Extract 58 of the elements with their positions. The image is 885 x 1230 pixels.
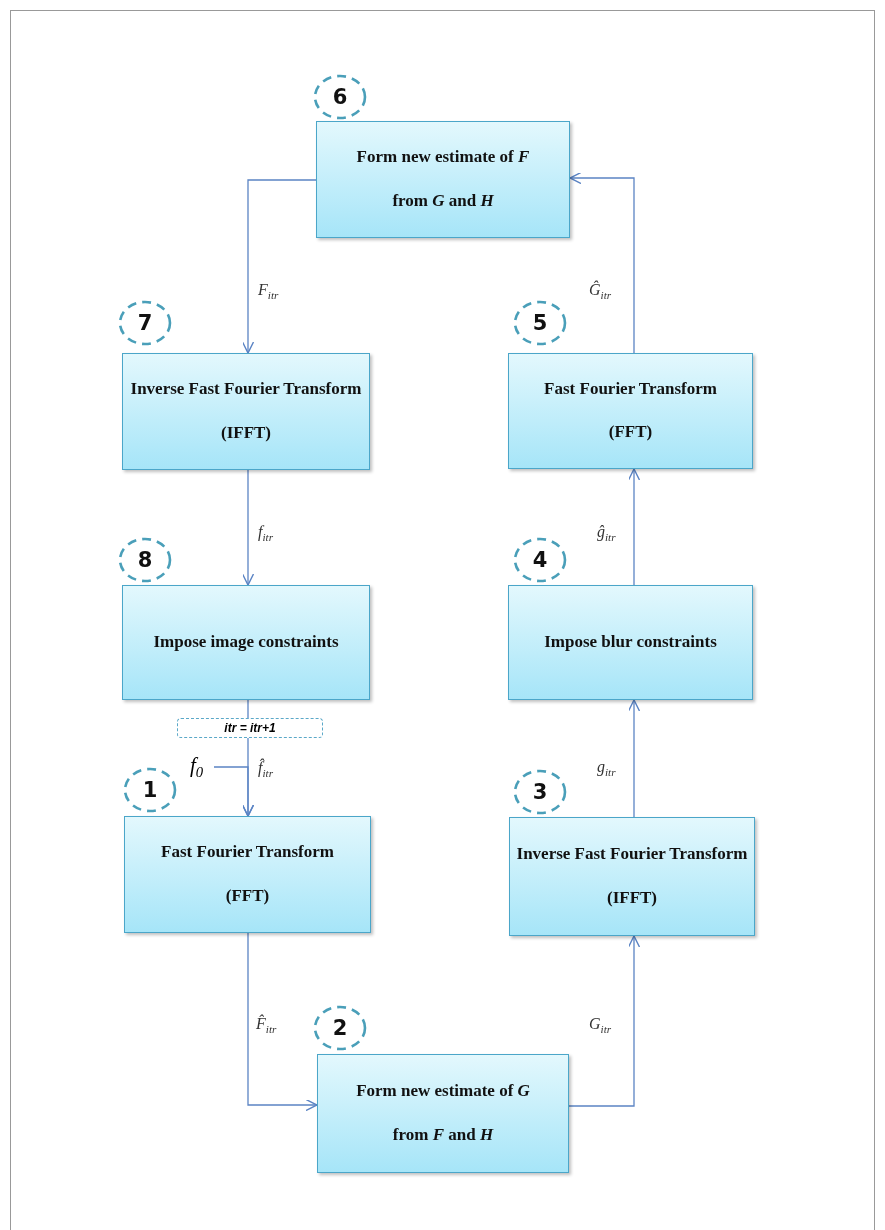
box-text: (IFFT) [220,421,271,444]
process-box [317,1054,569,1173]
step-number: 5 [531,311,549,335]
process-box [509,817,755,936]
step-number: 4 [531,548,549,572]
box-text: Inverse Fast Fourier Transform [130,378,362,401]
counter-text: itr = itr+1 [224,721,276,735]
step-number-circle [513,769,567,815]
arrow [241,469,255,586]
process-box [122,353,370,470]
process-box [316,121,570,238]
edge-label: f$_{itr}$ [258,524,274,544]
box-text: (IFFT) [606,887,657,909]
box-text: from G and H [392,189,494,212]
step-number: 6 [331,85,349,109]
arrow [627,699,641,818]
connector-line [247,699,249,719]
arrow [569,171,635,354]
step-number: 7 [136,311,154,335]
box-text: Inverse Fast Fourier Transform [516,843,748,866]
step-number-circle [118,537,172,583]
arrow [241,179,317,354]
box-text: Fast Fourier Transform [161,841,334,864]
arrow [247,932,318,1112]
step-number: 8 [136,548,154,572]
process-box [508,353,753,469]
step-number: 1 [141,778,159,802]
box-text: Impose image constraints [153,631,339,654]
variable-label: f$_{0}$ [190,755,214,781]
process-box [122,585,370,700]
edge-label: G$_{itr}$ [589,1016,612,1036]
process-box [508,585,753,700]
step-number-circle [123,767,177,813]
step-number: 3 [531,780,549,804]
edge-label: f̂$_{itr}$ [258,760,274,780]
edge-label: g$_{itr}$ [597,759,616,779]
arrow [213,766,255,817]
box-text: Form new estimate of F [356,146,530,169]
step-number-circle [313,1005,367,1051]
box-text: Fast Fourier Transform [544,378,717,401]
counter-box [177,718,323,738]
step-number-circle [513,300,567,346]
edge-label: F̂$_{itr}$ [256,1016,277,1036]
arrow [568,935,641,1107]
box-text: from F and H [392,1124,494,1146]
step-number-circle [313,74,367,120]
box-text: (FFT) [225,884,270,907]
box-text: (FFT) [608,421,653,443]
arrow [627,468,641,586]
step-number: 2 [331,1016,349,1040]
edge-label: ĝ$_{itr}$ [597,524,616,544]
process-box [124,816,371,933]
edge-label: Ĝ$_{itr}$ [589,282,612,302]
step-number-circle [513,537,567,583]
box-text: Impose blur constraints [544,631,717,654]
step-number-circle [118,300,172,346]
edge-label: F$_{itr}$ [258,282,279,302]
box-text: Form new estimate of G [356,1080,530,1103]
